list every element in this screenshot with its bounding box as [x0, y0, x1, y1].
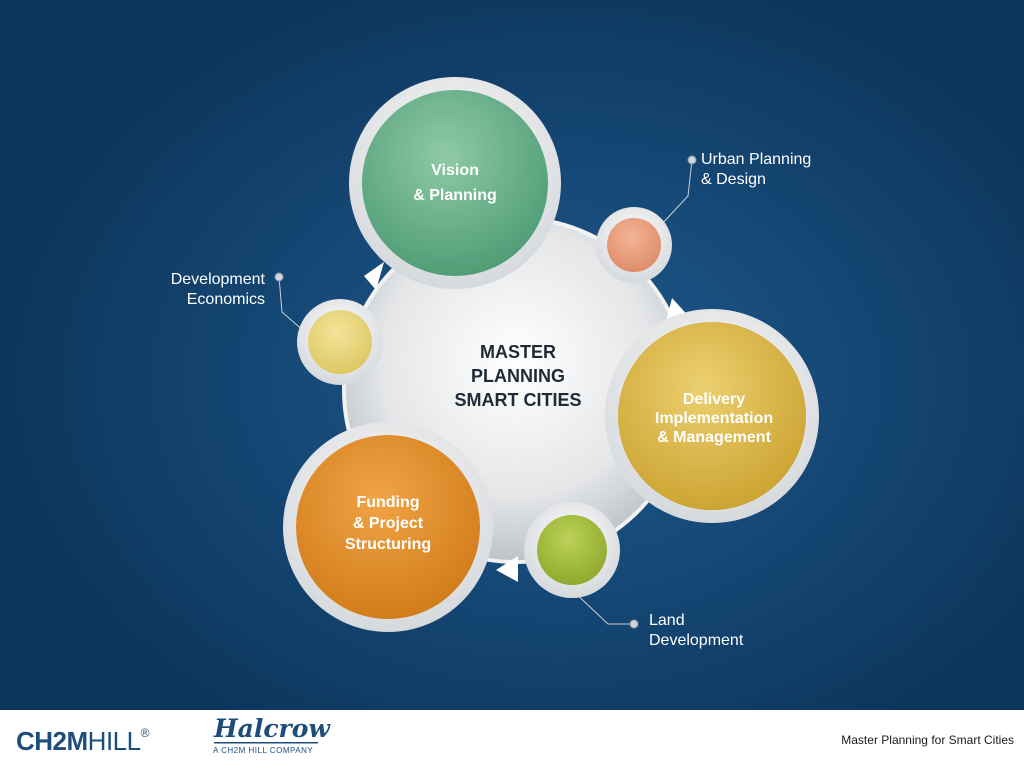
land-callout: Land Development — [649, 612, 744, 649]
node-vision-planning — [349, 77, 561, 289]
node-land-development — [524, 502, 620, 598]
urban-callout: Urban Planning & Design — [701, 151, 812, 188]
leader-dot-urban — [687, 155, 697, 165]
slide-footer-title: Master Planning for Smart Cities — [841, 733, 1014, 747]
center-line-3: SMART CITIES — [454, 390, 582, 410]
node-development-economics — [297, 299, 383, 385]
leader-urban — [659, 159, 693, 227]
halcrow-underline — [214, 742, 318, 744]
node-funding — [283, 422, 493, 632]
economics-callout: Development Economics — [170, 271, 265, 308]
cycle-diagram — [274, 77, 819, 632]
slide-background: MASTER PLANNING SMART CITIES Vision & Pl… — [0, 0, 1024, 710]
center-label: MASTER PLANNING SMART CITIES — [416, 340, 620, 412]
funding-label: Funding & Project Structuring — [344, 494, 432, 553]
cycle-arrow-3 — [364, 262, 384, 290]
vision-label: Vision & Planning — [413, 162, 497, 204]
cycle-arrow-2 — [496, 556, 518, 582]
node-urban-planning — [596, 207, 672, 283]
node-delivery — [605, 309, 819, 523]
delivery-label: Delivery Implementation & Management — [654, 391, 774, 446]
footer-bar — [0, 710, 1024, 768]
center-line-1: MASTER — [480, 342, 556, 362]
center-line-2: PLANNING — [471, 366, 565, 386]
leader-land — [571, 589, 634, 625]
ch2mhill-logo: CH2MHILL® — [16, 726, 149, 756]
halcrow-logo: Halcrow — [214, 714, 330, 743]
leader-dot-land — [629, 619, 639, 629]
leader-dot-economics — [274, 272, 284, 282]
brand-tagline: A CH2M HILL COMPANY — [213, 746, 314, 755]
